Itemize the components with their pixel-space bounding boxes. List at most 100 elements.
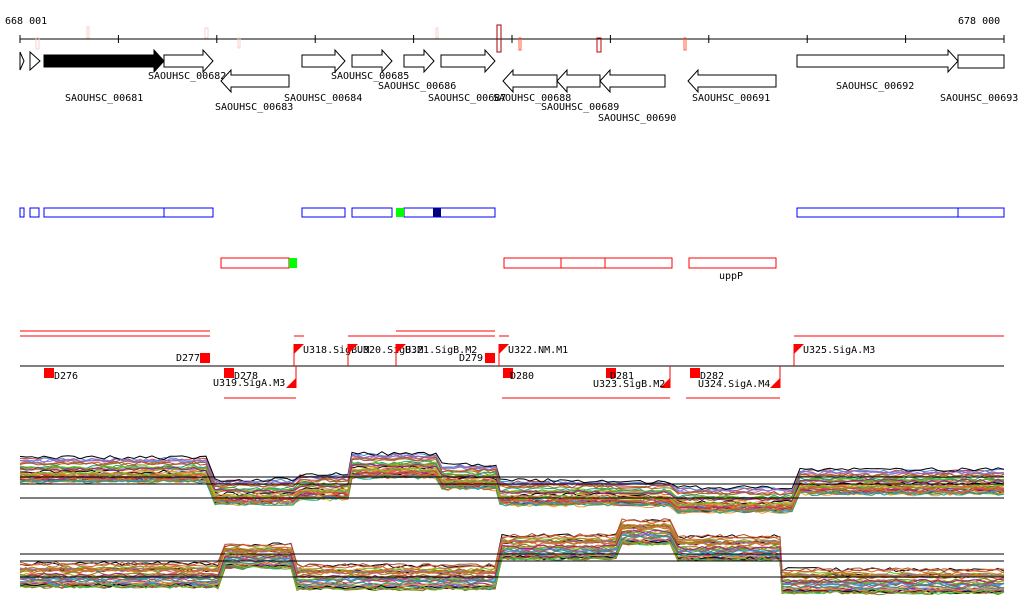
site-marker[interactable] [596,37,602,53]
promoter-flag-icon[interactable] [294,344,304,354]
gene-arrow[interactable] [29,50,41,72]
operon-forward[interactable] [301,207,346,218]
site-marker[interactable] [518,37,522,51]
operon-forward[interactable] [43,207,165,218]
operon-label: uppP [719,271,743,282]
expression-trace [19,540,1005,595]
gene-arrow[interactable] [687,68,777,94]
ruler-end-label: 678 000 [958,16,1000,27]
operon-forward[interactable] [957,207,1005,218]
gene-arrow[interactable] [301,48,346,74]
gene-label: SAOUHSC_00693 [940,93,1018,104]
expression-trace [19,537,1005,592]
expression-trace [19,467,1005,507]
operon-reverse[interactable] [220,257,290,269]
operon-reverse[interactable] [503,257,562,269]
promoter-label: U322.NM.M1 [508,345,568,356]
expression-trace [19,518,1005,572]
gene-arrow[interactable] [43,48,165,74]
expression-trace [19,463,1005,502]
site-marker[interactable] [86,26,90,39]
peak-block[interactable] [606,368,616,378]
promoter-label: D278 [234,371,258,382]
operon-forward[interactable] [796,207,959,218]
site-marker[interactable] [435,27,439,39]
gene-arrow[interactable] [556,68,601,94]
gene-arrow[interactable] [220,68,290,94]
expression-trace [19,529,1005,584]
promoter-label: U321.SigB.M2 [405,345,477,356]
promoter-label: D279 [459,353,483,364]
expression-track [19,451,1005,596]
promoter-label: U323.SigB.M2 [593,379,665,390]
promoter-flag-icon[interactable] [348,344,358,354]
promoter-label: D276 [54,371,78,382]
operon-forward[interactable] [19,207,25,218]
operon-highlight[interactable] [289,258,297,268]
promoter-label: U319.SigA.M3 [213,378,285,389]
gene-label: SAOUHSC_00682 [148,71,226,82]
peak-block[interactable] [224,368,234,378]
expression-trace [19,528,1005,583]
promoter-label: D281 [610,371,634,382]
coordinate-ruler: 668 001 678 000 [5,16,1005,53]
promoter-label: U320.SigB.M [357,345,423,356]
operon-highlight[interactable] [396,208,404,217]
promoter-label: D277 [176,353,200,364]
gene-arrow[interactable] [19,51,25,71]
promoter-flag-icon[interactable] [499,344,509,354]
gene-label: SAOUHSC_00690 [598,113,676,124]
gene-arrow[interactable] [599,68,666,94]
expression-trace [19,456,1005,496]
expression-trace [19,451,1005,490]
operon-highlight[interactable] [433,208,441,217]
gene-arrow[interactable] [163,48,214,74]
site-marker[interactable] [496,24,502,53]
gene-label: SAOUHSC_00683 [215,102,293,113]
gene-label: SAOUHSC_00684 [284,93,362,104]
gene-label: SAOUHSC_00692 [836,81,914,92]
operon-reverse[interactable] [604,257,673,269]
peak-block[interactable] [200,353,210,363]
operon-forward[interactable] [29,207,40,218]
promoter-track: D276D277D278U319.SigA.M3U318.SigB.MU320.… [20,330,1004,399]
site-marker[interactable] [683,37,687,51]
expression-trace [19,535,1005,590]
gene-arrow[interactable] [351,48,393,74]
operon-reverse[interactable] [688,257,777,269]
operon-forward[interactable] [403,207,496,218]
promoter-flag-icon[interactable] [660,378,670,388]
site-marker[interactable] [237,37,241,49]
promoter-label: U325.SigA.M3 [803,345,875,356]
gene-arrow[interactable] [502,68,558,94]
promoter-flag-icon[interactable] [286,378,296,388]
promoter-flag-icon[interactable] [770,378,780,388]
peak-block[interactable] [485,353,495,363]
promoter-label: D282 [700,371,724,382]
gene-arrow[interactable] [403,48,435,74]
expression-trace [19,460,1005,500]
expression-trace [19,462,1005,502]
peak-block[interactable] [690,368,700,378]
operon-forward[interactable] [351,207,393,218]
operon-reverse[interactable] [560,257,606,269]
gene-arrow[interactable] [796,48,959,74]
peak-block[interactable] [44,368,54,378]
gene-label: SAOUHSC_00681 [65,93,143,104]
gene-arrow[interactable] [440,48,496,74]
promoter-label: U324.SigA.M4 [698,379,770,390]
gene-label: SAOUHSC_00688 [493,93,571,104]
site-marker[interactable] [204,27,209,39]
gene-label: SAOUHSC_00686 [378,81,456,92]
gene-box[interactable] [957,54,1005,69]
operon-forward[interactable] [163,207,214,218]
gene-track: SAOUHSC_00681SAOUHSC_00682SAOUHSC_00683S… [19,48,1018,124]
promoter-flag-icon[interactable] [396,344,406,354]
peak-block[interactable] [503,368,513,378]
gene-label: SAOUHSC_00687 [428,93,506,104]
site-marker[interactable] [35,37,40,50]
gene-label: SAOUHSC_00685 [331,71,409,82]
promoter-flag-icon[interactable] [794,344,804,354]
promoter-label: D280 [510,371,534,382]
